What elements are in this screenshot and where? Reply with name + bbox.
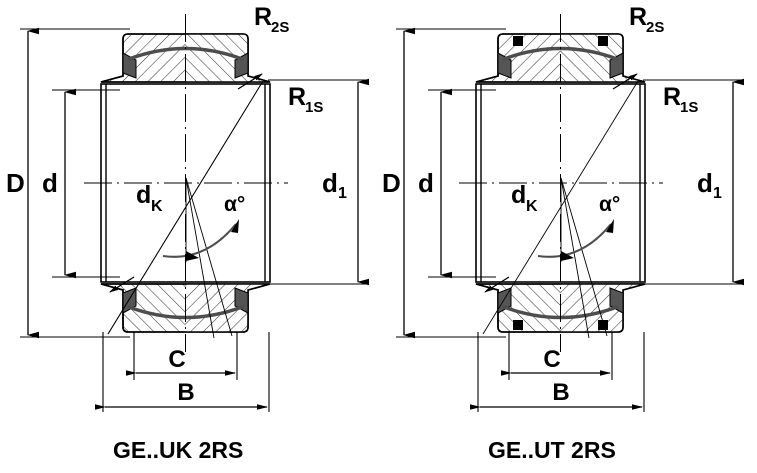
label-dK-sub: K	[526, 198, 538, 215]
label-C-left: C	[168, 346, 185, 373]
dimension-C-right	[501, 332, 613, 380]
label-d1-sub: 1	[338, 185, 347, 202]
retainer-dot-bottom-right	[598, 320, 608, 330]
r1s-leaders-right	[484, 73, 638, 293]
label-dK-sub: K	[151, 198, 163, 215]
label-R1S-sub: 1S	[680, 99, 698, 116]
label-R1S-base: R	[663, 83, 681, 111]
angle-arc-left	[162, 223, 237, 258]
angle-arrow-head-right	[606, 219, 614, 233]
label-R1S-left: R 1S	[288, 83, 323, 116]
dimension-D-left	[20, 27, 130, 339]
angle-arc-right	[537, 223, 612, 258]
label-R2S-base: R	[254, 3, 272, 31]
caption-right-panel: GE..UT 2RS	[488, 437, 616, 463]
centre-lines-right	[459, 14, 663, 352]
dimension-d-left	[52, 88, 120, 279]
label-d1-base: d	[697, 168, 713, 198]
angle-arrow-head-right	[231, 219, 239, 233]
dimension-C-left	[126, 332, 238, 380]
centre-lines-left	[84, 14, 288, 352]
label-R2S-left: R 2S	[254, 3, 289, 36]
dimension-d1-left	[268, 78, 369, 286]
retainer-dot-top-right	[598, 36, 608, 46]
label-R1S-sub: 1S	[305, 99, 323, 116]
label-R1S-base: R	[288, 83, 306, 111]
label-B-left: B	[177, 379, 194, 406]
label-R2S-right: R 2S	[629, 3, 664, 36]
angle-arrow-head-left	[186, 251, 199, 261]
angle-arrow-head-left	[561, 251, 574, 261]
caption-left-panel: GE..UK 2RS	[113, 437, 244, 463]
dimension-D-right	[396, 27, 506, 339]
label-d1-base: d	[322, 168, 338, 198]
label-alpha-right: α°	[599, 193, 620, 216]
panel-right-ge-ut-2rs: D d d 1 d K α° R 2S R 1S C B	[382, 3, 744, 412]
label-R2S-sub: 2S	[646, 19, 664, 36]
dimension-d-right	[428, 88, 496, 279]
dimension-B-left	[95, 332, 270, 412]
label-R1S-right: R 1S	[663, 83, 698, 116]
panel-left-ge-uk-2rs: D d d 1 d K α° R 2S R 1S C B	[6, 3, 369, 412]
r1s-leaders-left	[109, 73, 263, 293]
label-dK-base: d	[511, 181, 526, 209]
dimension-B-right	[470, 332, 645, 412]
label-dK-left: d K	[136, 181, 163, 215]
label-dK-right: d K	[511, 181, 538, 215]
dimension-d1-right	[643, 78, 744, 286]
label-d1-left: d 1	[322, 168, 347, 202]
retainer-dot-bottom-left	[513, 320, 523, 330]
label-D-right: D	[382, 168, 401, 198]
label-dK-base: d	[136, 181, 151, 209]
label-d-left: d	[42, 168, 58, 198]
label-B-right: B	[552, 379, 569, 406]
label-R2S-base: R	[629, 3, 647, 31]
label-d1-sub: 1	[713, 185, 722, 202]
label-d-right: d	[418, 168, 434, 198]
label-d1-right: d 1	[697, 168, 722, 202]
retainer-dot-top-left	[513, 36, 523, 46]
label-D-left: D	[6, 168, 25, 198]
label-R2S-sub: 2S	[271, 19, 289, 36]
label-C-right: C	[543, 346, 560, 373]
label-alpha-left: α°	[224, 193, 245, 216]
